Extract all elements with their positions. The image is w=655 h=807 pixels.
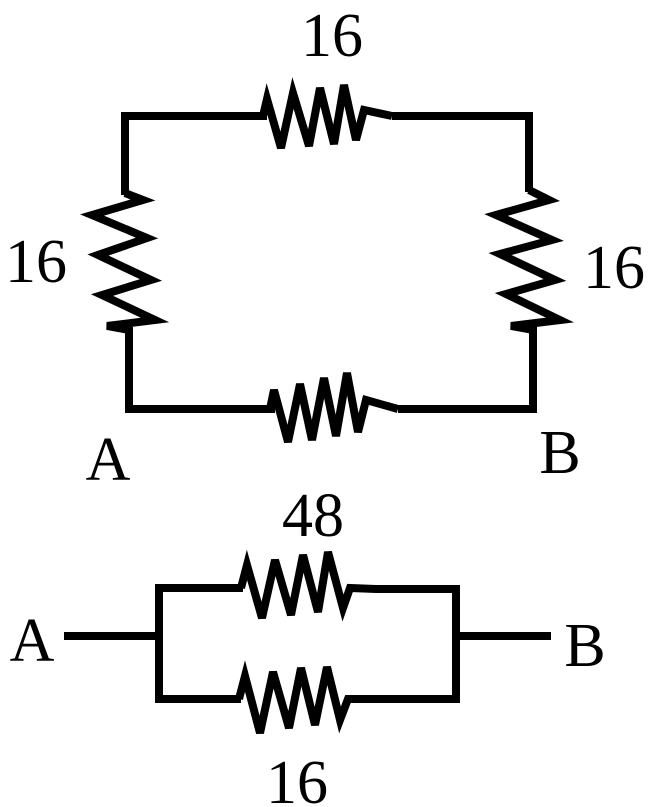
label-right-resistor: 16 [583, 234, 645, 302]
resistor-right [484, 186, 575, 334]
resistor-upper [237, 549, 377, 622]
terminal-a-top: A [86, 426, 131, 494]
wire-left-lower [125, 327, 275, 413]
resistor-bottom [266, 372, 400, 444]
wire-top-right [392, 112, 533, 192]
parallel-circuit: 48 16 A B [10, 482, 606, 807]
label-left-resistor: 16 [5, 228, 67, 296]
wire-right-lower [398, 325, 537, 413]
label-top-resistor: 16 [301, 2, 363, 70]
terminal-b-bottom: B [564, 612, 605, 680]
square-circuit: 16 16 16 A B [5, 2, 645, 494]
resistor-lower [235, 660, 372, 735]
terminal-b-top: B [539, 419, 580, 487]
wire-top-left [121, 112, 267, 195]
label-upper-resistor: 48 [282, 482, 344, 550]
resistor-top [259, 77, 393, 150]
label-lower-resistor: 16 [266, 749, 328, 807]
resistor-left [80, 189, 170, 334]
terminal-a-bottom: A [10, 607, 55, 675]
